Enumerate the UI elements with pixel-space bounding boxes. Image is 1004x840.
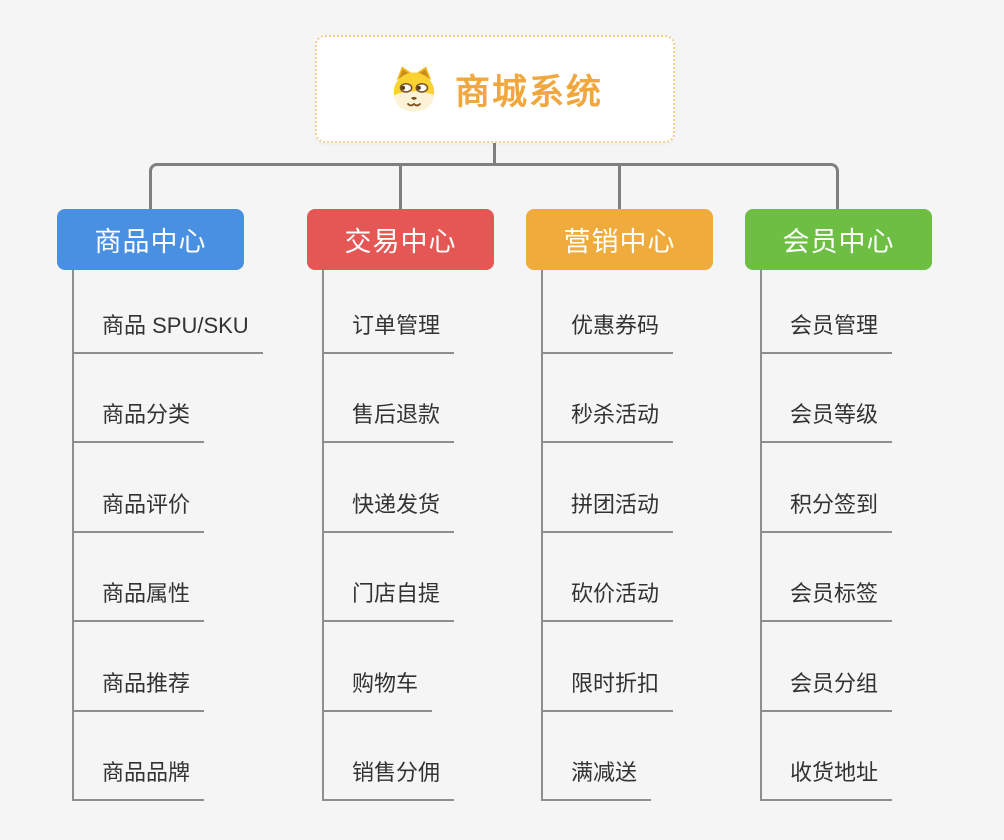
branch-product-center: 商品中心 商品 SPU/SKU 商品分类 商品评价 商品属性 商品推荐 商品品牌 — [57, 209, 317, 819]
leaf-node[interactable]: 商品属性 — [72, 576, 205, 622]
branch-trunk-line — [541, 270, 543, 801]
branch-box-trade-center[interactable]: 交易中心 — [307, 209, 494, 270]
leaf-node[interactable]: 快递发货 — [322, 487, 455, 533]
connector-stub-marketing — [618, 165, 621, 210]
leaf-node[interactable]: 商品评价 — [72, 487, 205, 533]
branch-member-center: 会员中心 会员管理 会员等级 积分签到 会员标签 会员分组 收货地址 — [745, 209, 1004, 819]
root-title: 商城系统 — [454, 72, 603, 112]
leaf-node[interactable]: 积分签到 — [760, 487, 893, 533]
dog-face-icon — [393, 66, 435, 112]
branch-trunk-line — [72, 270, 74, 801]
leaf-node[interactable]: 收货地址 — [760, 755, 893, 801]
leaf-node[interactable]: 限时折扣 — [541, 666, 674, 712]
leaf-node[interactable]: 订单管理 — [322, 308, 455, 354]
leaf-node[interactable]: 砍价活动 — [541, 576, 674, 622]
leaf-node[interactable]: 销售分佣 — [322, 755, 455, 801]
leaf-node[interactable]: 商品 SPU/SKU — [72, 308, 263, 354]
branch-box-marketing-center[interactable]: 营销中心 — [526, 209, 713, 270]
branch-trunk-line — [760, 270, 762, 801]
leaf-node[interactable]: 会员标签 — [760, 576, 893, 622]
leaf-node[interactable]: 商品分类 — [72, 397, 205, 443]
leaf-node[interactable]: 秒杀活动 — [541, 397, 674, 443]
branch-box-member-center[interactable]: 会员中心 — [745, 209, 932, 270]
leaf-node[interactable]: 会员分组 — [760, 666, 893, 712]
leaf-node[interactable]: 商品品牌 — [72, 755, 205, 801]
leaf-node[interactable]: 拼团活动 — [541, 487, 674, 533]
leaf-node[interactable]: 门店自提 — [322, 576, 455, 622]
connector-root-stub — [493, 143, 496, 165]
branch-trunk-line — [322, 270, 324, 801]
branch-box-product-center[interactable]: 商品中心 — [57, 209, 244, 270]
connector-bracket — [149, 163, 839, 210]
leaf-node[interactable]: 满减送 — [541, 755, 652, 801]
connector-stub-trade — [399, 165, 402, 210]
branch-trade-center: 交易中心 订单管理 售后退款 快递发货 门店自提 购物车 销售分佣 — [307, 209, 567, 819]
leaf-node[interactable]: 商品推荐 — [72, 666, 205, 712]
root-node[interactable]: 商城系统 — [315, 35, 675, 143]
branch-marketing-center: 营销中心 优惠券码 秒杀活动 拼团活动 砍价活动 限时折扣 满减送 — [526, 209, 786, 819]
leaf-node[interactable]: 售后退款 — [322, 397, 455, 443]
leaf-node[interactable]: 会员管理 — [760, 308, 893, 354]
leaf-node[interactable]: 会员等级 — [760, 397, 893, 443]
leaf-node[interactable]: 优惠券码 — [541, 308, 674, 354]
leaf-node[interactable]: 购物车 — [322, 666, 433, 712]
